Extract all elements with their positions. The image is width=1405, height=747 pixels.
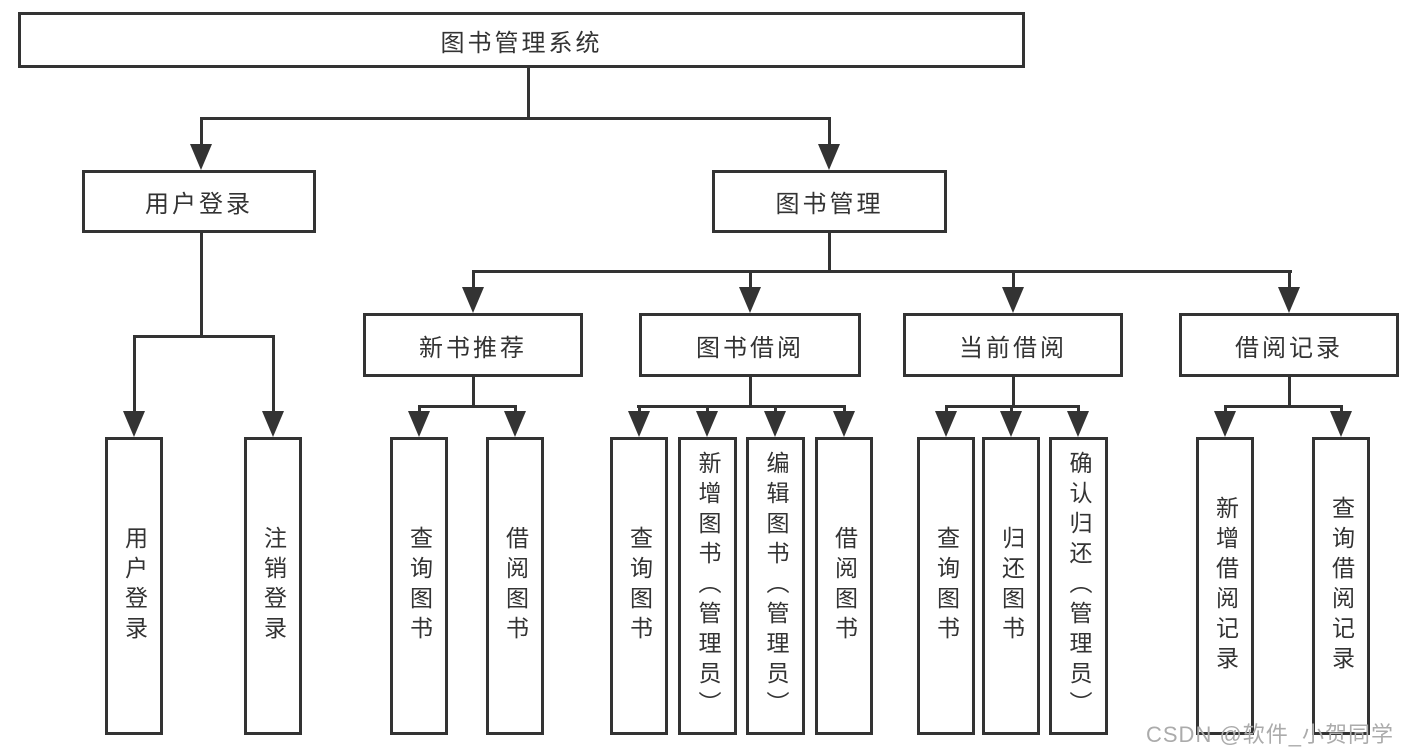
node-box-current-borrow: 当前借阅 [903,313,1123,377]
arrow-down-icon [1000,406,1022,437]
arrow-down-icon [123,336,145,437]
leaf-label-edit-books-admin: 编辑图书（管理员） [763,451,789,721]
connector-vline [526,68,530,118]
connector-vline [199,233,203,336]
leaf-label-borrow-books-borrow: 借阅图书 [831,526,858,646]
connector-hline [132,334,275,338]
arrow-down-icon [1278,271,1300,313]
connector-vline [471,377,475,406]
leaf-label-logout: 注销登录 [260,526,287,646]
leaf-box-borrow-books-borrow: 借阅图书 [815,437,873,735]
leaf-label-confirm-return-admin: 确认归还（管理员） [1066,451,1092,721]
leaf-box-logout: 注销登录 [244,437,302,735]
connector-hline [636,404,846,408]
leaf-label-user-login: 用户登录 [121,526,148,646]
leaf-box-query-borrow-record: 查询借阅记录 [1312,437,1370,735]
leaf-box-return-books: 归还图书 [982,437,1040,735]
leaf-label-borrow-books-recommend: 借阅图书 [502,526,529,646]
leaf-label-query-books-recommend: 查询图书 [406,526,433,646]
leaf-box-user-login: 用户登录 [105,437,163,735]
leaf-box-borrow-books-recommend: 借阅图书 [486,437,544,735]
arrow-down-icon [1214,406,1236,437]
node-label-book-borrow: 图书借阅 [696,334,804,362]
arrow-down-icon [935,406,957,437]
leaf-box-query-books-recommend: 查询图书 [390,437,448,735]
connector-vline [827,233,831,271]
leaf-box-edit-books-admin: 编辑图书（管理员） [746,437,805,735]
connector-vline [1011,377,1015,406]
arrow-down-icon [764,406,786,437]
leaf-label-return-books: 归还图书 [998,526,1025,646]
arrow-down-icon [739,271,761,313]
node-box-user-login: 用户登录 [82,170,316,233]
arrow-down-icon [818,118,840,170]
node-label-borrow-records: 借阅记录 [1235,334,1343,362]
watermark: CSDN @软件_小贺同学 [1146,722,1395,747]
arrow-down-icon [190,118,212,170]
arrow-down-icon [408,406,430,437]
leaf-box-add-borrow-record: 新增借阅记录 [1196,437,1254,735]
node-label-current-borrow: 当前借阅 [959,334,1067,362]
node-box-book-borrow: 图书借阅 [639,313,861,377]
leaf-label-add-borrow-record: 新增借阅记录 [1212,496,1239,676]
arrow-down-icon [1067,406,1089,437]
node-label-root: 图书管理系统 [440,29,603,57]
arrow-down-icon [833,406,855,437]
arrow-down-icon [504,406,526,437]
connector-hline [471,269,1292,273]
connector-hline [1223,404,1343,408]
node-box-root: 图书管理系统 [18,12,1025,68]
node-box-book-management: 图书管理 [712,170,947,233]
leaf-label-query-books-current: 查询图书 [933,526,960,646]
leaf-label-query-borrow-record: 查询借阅记录 [1328,496,1355,676]
leaf-box-query-books-current: 查询图书 [917,437,975,735]
connector-hline [199,116,831,120]
leaf-box-add-books-admin: 新增图书（管理员） [678,437,737,735]
arrow-down-icon [1002,271,1024,313]
node-label-book-management: 图书管理 [775,191,884,218]
leaf-box-query-books-borrow: 查询图书 [610,437,668,735]
arrow-down-icon [462,271,484,313]
arrow-down-icon [1330,406,1352,437]
connector-hline [417,404,517,408]
leaf-label-query-books-borrow: 查询图书 [626,526,653,646]
node-box-new-book-recommend: 新书推荐 [363,313,583,377]
arrow-down-icon [262,336,284,437]
node-box-borrow-records: 借阅记录 [1179,313,1399,377]
node-label-user-login: 用户登录 [145,191,253,218]
node-label-new-book-recommend: 新书推荐 [419,334,527,362]
arrow-down-icon [628,406,650,437]
leaf-label-add-books-admin: 新增图书（管理员） [695,451,721,721]
connector-vline [748,377,752,406]
arrow-down-icon [696,406,718,437]
leaf-box-confirm-return-admin: 确认归还（管理员） [1049,437,1108,735]
connector-vline [1287,377,1291,406]
